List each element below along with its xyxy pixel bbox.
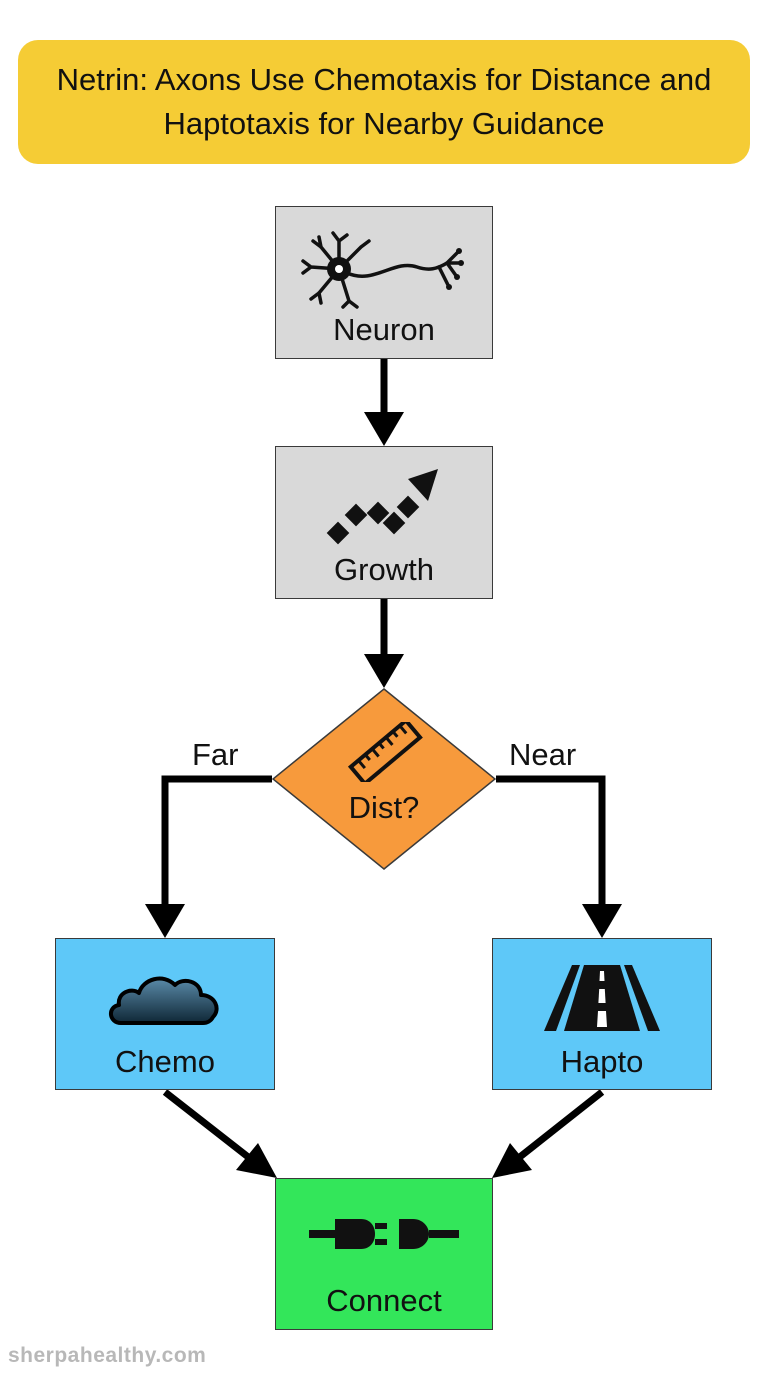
edge-label-far: Far [192,737,239,772]
node-hapto: Hapto [492,938,712,1090]
node-neuron-label: Neuron [333,312,435,347]
dashed-growth-arrow-icon [326,469,438,545]
ruler-icon [347,722,423,782]
neuron-icon [301,231,464,309]
road-icon [544,965,660,1031]
node-neuron: Neuron [275,206,493,359]
node-growth-label: Growth [334,552,434,587]
edge-decision-hapto [496,775,622,938]
edge-label-near: Near [509,737,577,772]
node-hapto-label: Hapto [560,1044,644,1079]
edge-growth-decision [364,599,404,688]
title-banner: Netrin: Axons Use Chemotaxis for Distanc… [18,40,750,164]
node-chemo-label: Chemo [115,1044,215,1079]
node-connect: Connect [275,1178,493,1330]
edge-chemo-connect [162,1089,277,1178]
node-growth: Growth [275,446,493,599]
cloud-icon [109,976,219,1025]
diagram-title: Netrin: Axons Use Chemotaxis for Distanc… [56,62,712,141]
edge-hapto-connect [492,1089,605,1178]
edge-decision-chemo [145,775,272,938]
decision-label: Dist? [348,790,420,825]
decision-diamond-shape [272,688,496,870]
node-connect-label: Connect [326,1283,442,1318]
decision-distance: Dist? [272,688,496,870]
node-chemo: Chemo [55,938,275,1090]
edge-neuron-growth [364,359,404,446]
plug-socket-icon [309,1219,459,1249]
watermark: sherpahealthy.com [8,1344,207,1367]
